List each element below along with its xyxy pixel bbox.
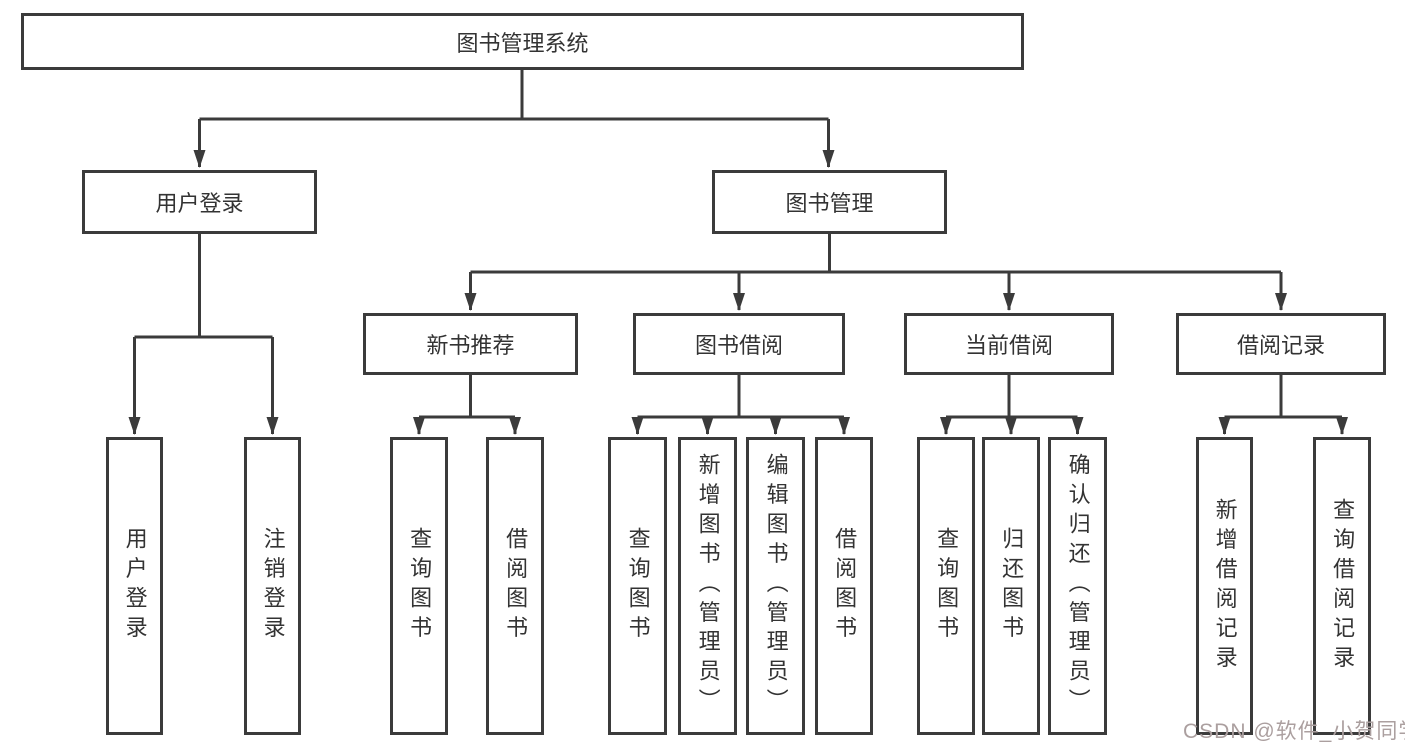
- leaf-borrow-books: 借阅图书: [815, 437, 873, 735]
- leaf-label: 查询借阅记录: [1330, 497, 1356, 675]
- leaf-query-borrow-record: 查询借阅记录: [1313, 437, 1371, 735]
- leaf-label: 注销登录: [260, 527, 286, 645]
- leaf-query-books-borrowing: 查询图书: [608, 437, 667, 735]
- node-label: 图书借阅: [694, 333, 783, 358]
- leaf-label: 新增借阅记录: [1212, 497, 1238, 675]
- leaf-confirm-return-admin: 确认归还（管理员）: [1048, 437, 1107, 735]
- leaf-user-login: 用户登录: [106, 437, 163, 735]
- leaf-label: 归还图书: [999, 527, 1025, 645]
- node-current-borrowing: 当前借阅: [904, 313, 1114, 375]
- leaf-logout: 注销登录: [244, 437, 301, 735]
- leaf-label: 查询图书: [407, 527, 433, 645]
- csdn-watermark: CSDN @软件_小贺同学: [1183, 720, 1405, 743]
- leaf-query-books-current: 查询图书: [917, 437, 975, 735]
- leaf-label: 查询图书: [934, 527, 960, 645]
- leaf-label: 借阅图书: [503, 527, 529, 645]
- node-new-book-recommendation: 新书推荐: [363, 313, 578, 375]
- leaf-query-books-recommend: 查询图书: [390, 437, 448, 735]
- node-label: 借阅记录: [1236, 333, 1325, 358]
- node-book-borrowing: 图书借阅: [633, 313, 845, 375]
- node-label: 当前借阅: [964, 333, 1053, 358]
- leaf-label: 新增图书（管理员）: [695, 453, 721, 719]
- node-label: 新书推荐: [426, 333, 515, 358]
- leaf-label: 查询图书: [625, 527, 651, 645]
- leaf-label: 确认归还（管理员）: [1065, 453, 1091, 719]
- leaf-add-borrow-record: 新增借阅记录: [1196, 437, 1253, 735]
- node-label: 图书管理: [785, 191, 874, 216]
- node-label: 图书管理系统: [456, 30, 589, 56]
- node-user-login: 用户登录: [82, 170, 317, 234]
- node-library-management-system: 图书管理系统: [21, 13, 1024, 70]
- leaf-edit-books-admin: 编辑图书（管理员）: [746, 437, 805, 735]
- leaf-label: 编辑图书（管理员）: [763, 453, 789, 719]
- leaf-borrow-books-recommend: 借阅图书: [486, 437, 544, 735]
- node-book-management: 图书管理: [712, 170, 947, 234]
- leaf-return-books: 归还图书: [982, 437, 1040, 735]
- leaf-label: 用户登录: [122, 527, 148, 645]
- leaf-add-books-admin: 新增图书（管理员）: [678, 437, 737, 735]
- leaf-label: 借阅图书: [832, 527, 858, 645]
- node-borrowing-records: 借阅记录: [1176, 313, 1386, 375]
- node-label: 用户登录: [155, 191, 244, 216]
